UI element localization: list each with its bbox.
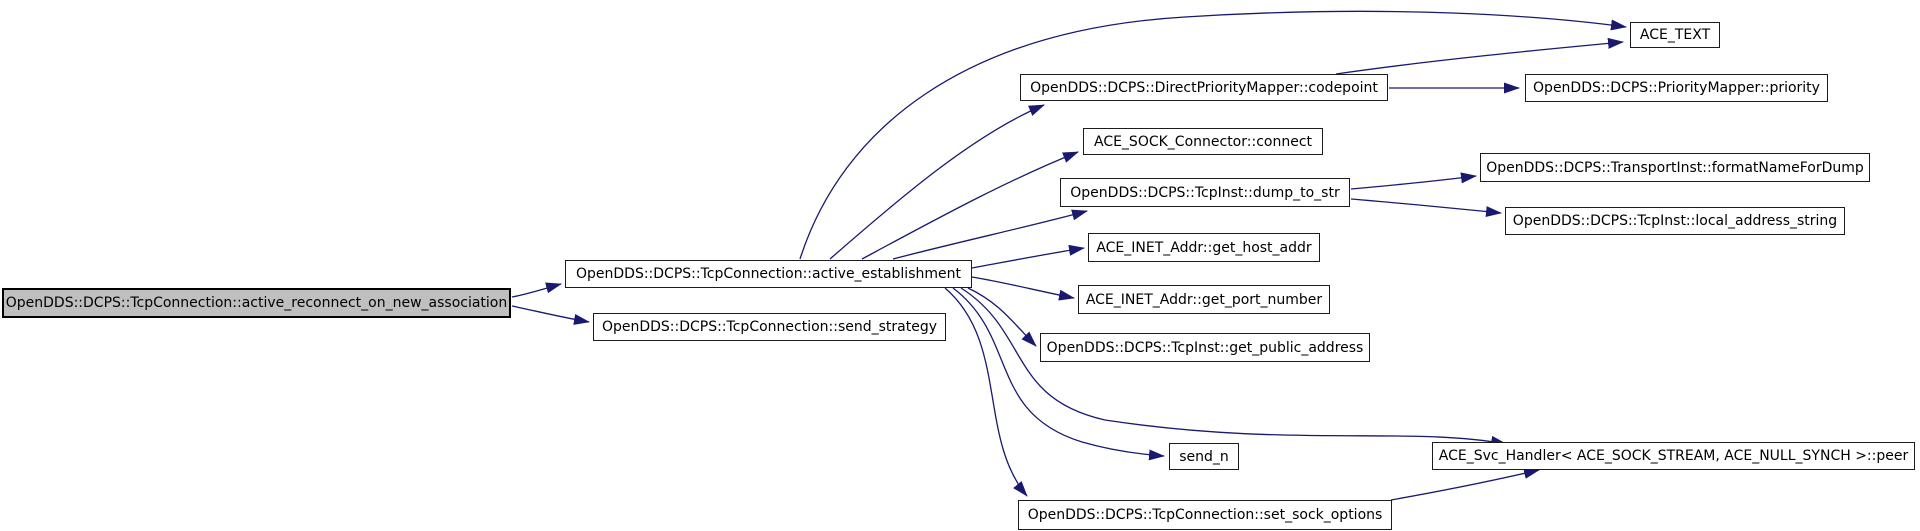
edge-active_reconnect_on_new_association-to-active_establishment (511, 282, 562, 298)
node-dump-to-str[interactable]: OpenDDS::DCPS::TcpInst::dump_to_str (1060, 178, 1350, 207)
node-local-address-string[interactable]: OpenDDS::DCPS::TcpInst::local_address_st… (1505, 207, 1845, 235)
edge-dump_to_str-to-local_address_string (1350, 198, 1502, 218)
edge-active_establishment-to-set_sock_options (944, 287, 1028, 497)
edge-set_sock_options-to-peer (1390, 468, 1540, 501)
node-codepoint[interactable]: OpenDDS::DCPS::DirectPriorityMapper::cod… (1020, 74, 1388, 101)
node-formatnamefordump[interactable]: OpenDDS::DCPS::TransportInst::formatName… (1480, 153, 1870, 182)
edge-active_reconnect_on_new_association-to-send_strategy (511, 305, 590, 325)
edge-active_establishment-to-ACE_TEXT (799, 10, 1627, 260)
edge-active_establishment-to-peer (960, 287, 1507, 447)
edge-active_establishment-to-dump_to_str (892, 209, 1088, 260)
edge-active_establishment-to-send_n (952, 287, 1165, 461)
node-priority[interactable]: OpenDDS::DCPS::PriorityMapper::priority (1525, 74, 1828, 102)
node-active-reconnect-on-new-association: OpenDDS::DCPS::TcpConnection::active_rec… (2, 288, 511, 318)
node-connect[interactable]: ACE_SOCK_Connector::connect (1083, 128, 1323, 155)
edge-active_establishment-to-codepoint (829, 104, 1045, 260)
edge-active_establishment-to-get_public_address (967, 287, 1037, 347)
node-get-port-number[interactable]: ACE_INET_Addr::get_port_number (1078, 285, 1330, 314)
node-peer[interactable]: ACE_Svc_Handler< ACE_SOCK_STREAM, ACE_NU… (1432, 442, 1915, 470)
edge-dump_to_str-to-formatNameForDump (1350, 172, 1477, 190)
edge-codepoint-to-ACE_TEXT (1335, 37, 1624, 75)
node-set-sock-options[interactable]: OpenDDS::DCPS::TcpConnection::set_sock_o… (1018, 500, 1392, 530)
node-send-strategy[interactable]: OpenDDS::DCPS::TcpConnection::send_strat… (593, 313, 946, 341)
node-ace-text[interactable]: ACE_TEXT (1630, 22, 1720, 48)
node-get-public-address[interactable]: OpenDDS::DCPS::TcpInst::get_public_addre… (1040, 333, 1370, 362)
node-get-host-addr[interactable]: ACE_INET_Addr::get_host_addr (1088, 233, 1320, 262)
edge-active_establishment-to-get_port_number (971, 276, 1075, 301)
node-active-establishment[interactable]: OpenDDS::DCPS::TcpConnection::active_est… (565, 260, 972, 288)
node-send-n[interactable]: send_n (1169, 443, 1239, 470)
edge-active_establishment-to-connect (861, 151, 1079, 260)
edge-active_establishment-to-get_host_addr (971, 244, 1085, 269)
